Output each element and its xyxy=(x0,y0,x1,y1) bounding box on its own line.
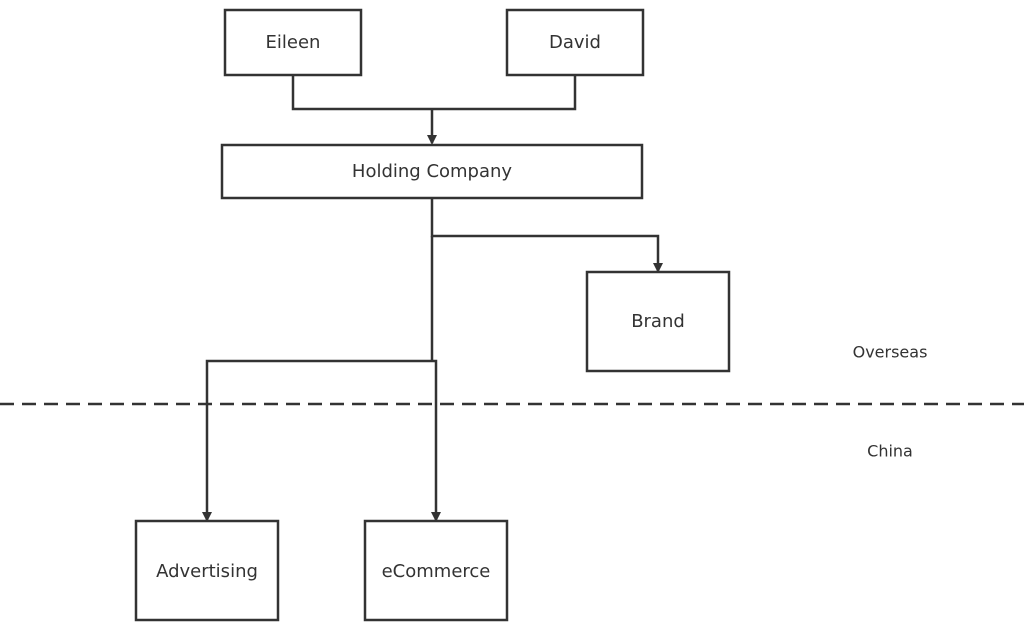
node-brand: Brand xyxy=(585,270,731,373)
region-label-china: China xyxy=(867,442,913,461)
edge-holding-to-brand xyxy=(430,199,663,273)
node-eileen: Eileen xyxy=(223,8,363,77)
edge-david-to-holding xyxy=(432,76,577,111)
node-david-box xyxy=(505,8,645,77)
node-holding-company-label: Holding Company xyxy=(352,161,513,182)
node-eileen-box xyxy=(223,8,363,77)
node-david-label: David xyxy=(549,32,601,53)
node-brand-label: Brand xyxy=(631,311,685,332)
edge-eileen-to-holding xyxy=(291,76,432,111)
node-david: David xyxy=(505,8,645,77)
node-ecommerce-label: eCommerce xyxy=(382,561,491,582)
edges-group xyxy=(202,76,663,522)
node-brand-box xyxy=(585,270,731,373)
node-eileen-label: Eileen xyxy=(266,32,321,53)
edge-holding-to-advertising xyxy=(202,359,432,522)
node-ecommerce-box xyxy=(363,519,509,622)
node-holding-company-box xyxy=(220,143,644,200)
node-advertising-box xyxy=(134,519,280,622)
region-label-overseas: Overseas xyxy=(853,343,928,362)
node-ecommerce: eCommerce xyxy=(363,519,509,622)
node-advertising-label: Advertising xyxy=(156,561,258,582)
node-holding-company: Holding Company xyxy=(220,143,644,200)
edge-holding-to-ecommerce xyxy=(431,359,441,522)
node-advertising: Advertising xyxy=(134,519,280,622)
